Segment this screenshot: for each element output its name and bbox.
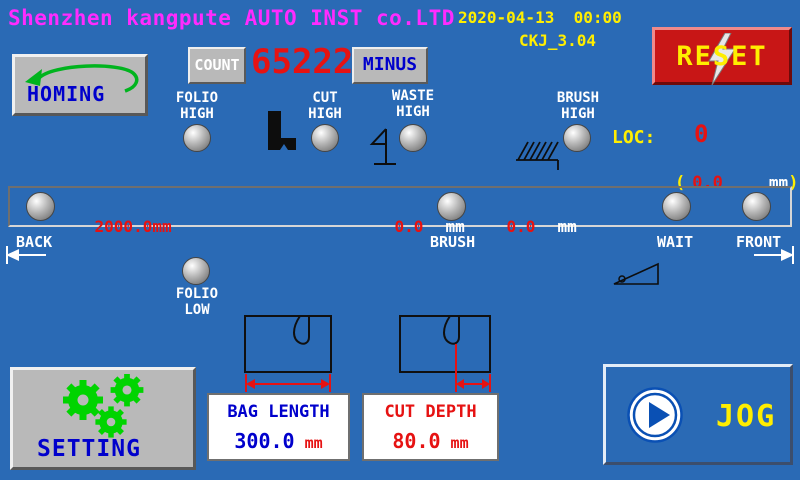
waste-icon [369, 128, 396, 165]
homing-button[interactable]: HOMING [12, 54, 148, 116]
setting-label: SETTING [37, 436, 141, 462]
loc-value: 0 [694, 120, 709, 148]
jog-panel[interactable]: JOG [603, 364, 793, 465]
zone-front-label: FRONT [736, 233, 782, 251]
folio-low-indicator [182, 257, 210, 285]
setting-button[interactable]: SETTING [10, 367, 196, 470]
brush-high-indicator [563, 124, 591, 152]
position-track [8, 186, 792, 227]
zone-wait-label: WAIT [657, 233, 694, 251]
brush-high-label: BRUSH HIGH [556, 90, 600, 122]
back-position-indicator [26, 192, 55, 221]
folio-high-indicator [183, 124, 211, 152]
count-value: 65222 [251, 42, 354, 82]
cut-depth-title: CUT DEPTH [384, 402, 477, 422]
jog-label: JOG [716, 399, 777, 434]
minus-button[interactable]: MINUS [352, 47, 428, 84]
homing-arrow-icon [25, 64, 139, 93]
datetime: 2020-04-13 00:00 [458, 8, 622, 27]
version: CKJ_3.04 [519, 31, 597, 50]
back-position-value: 2000.0mm [94, 217, 172, 236]
reset-label: RESET [676, 40, 768, 72]
zone-back-label: BACK [16, 233, 53, 251]
reset-button[interactable]: RESET [652, 27, 792, 85]
count-button[interactable]: COUNT [188, 47, 246, 84]
bag-shape-diagram [244, 315, 332, 392]
cut-high-label: CUT HIGH [308, 90, 342, 122]
brush-position-indicator [437, 192, 466, 221]
loc-label: LOC: [612, 127, 656, 148]
play-icon[interactable] [626, 386, 684, 444]
lightning-icon [708, 33, 736, 85]
waste-high-indicator [399, 124, 427, 152]
company-title: Shenzhen kangpute AUTO INST co.LTD [8, 6, 455, 30]
zone-brush-label: BRUSH [430, 233, 476, 251]
cut-shape-diagram [399, 315, 491, 392]
cutter-icon [268, 111, 296, 150]
count-label: COUNT [194, 56, 240, 74]
brush-icon [516, 141, 559, 170]
front-limit-arrow-icon [754, 246, 794, 264]
waste-high-label: WASTE HIGH [391, 88, 435, 120]
wait-ramp-icon [613, 262, 659, 285]
minus-label: MINUS [362, 54, 418, 75]
bag-length-title: BAG LENGTH [227, 402, 330, 422]
gears-icon [63, 374, 144, 438]
cut-high-indicator [311, 124, 339, 152]
wait-position-indicator [662, 192, 691, 221]
homing-label: HOMING [27, 82, 106, 106]
folio-high-label: FOLIO HIGH [175, 90, 219, 122]
back-limit-arrow-icon [6, 246, 46, 264]
front-position-indicator [742, 192, 771, 221]
folio-low-label: FOLIO LOW [175, 286, 219, 318]
